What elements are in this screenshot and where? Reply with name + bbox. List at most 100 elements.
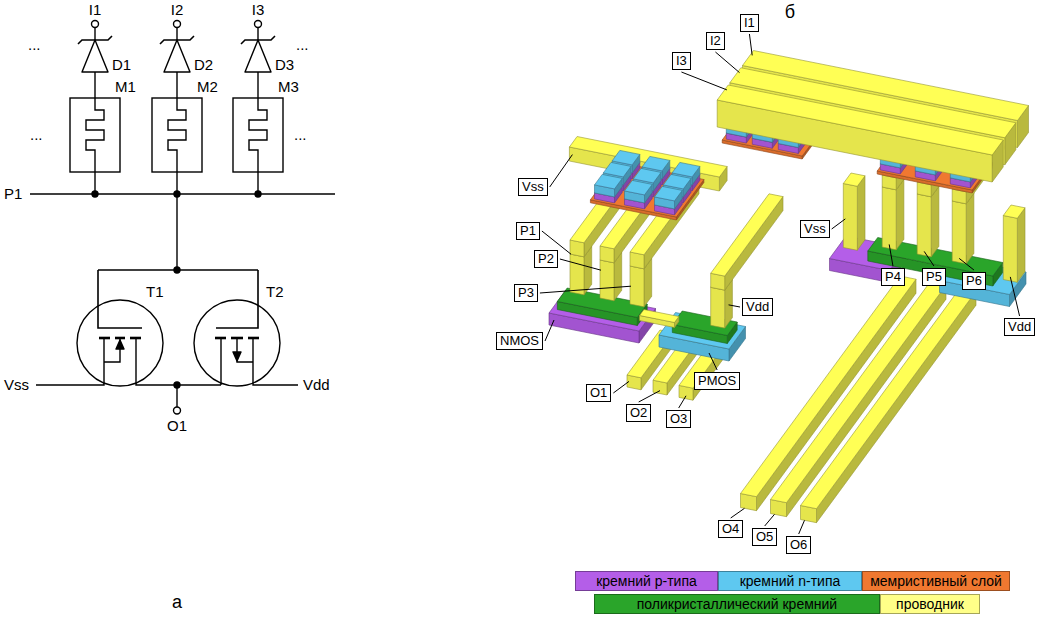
signal-label: M1	[115, 78, 136, 95]
leader-line	[731, 508, 745, 518]
leader-line	[832, 219, 846, 229]
callout-box: Vss	[800, 220, 830, 238]
prism-face	[917, 194, 931, 257]
callout-text: O3	[670, 411, 687, 426]
transistor-gate	[98, 270, 142, 328]
callout-box: P2	[534, 250, 558, 268]
prism-face	[633, 168, 661, 183]
leader-line	[749, 34, 752, 55]
callout-text: O4	[722, 521, 739, 536]
callout-box: Vss	[518, 178, 548, 196]
leader-line	[613, 381, 629, 393]
signal-label: T1	[146, 283, 164, 300]
callout-box: I2	[706, 32, 725, 50]
prism-face	[717, 85, 1003, 155]
prism-face	[771, 282, 947, 503]
callout-text: P6	[966, 273, 982, 288]
callout-text: O5	[756, 529, 773, 544]
leader-line	[715, 52, 739, 73]
prism-face	[711, 194, 783, 276]
wire	[257, 28, 258, 41]
prism-face	[600, 260, 614, 301]
callout-text: I1	[744, 15, 755, 30]
prism-face	[663, 174, 691, 189]
prism-face	[817, 291, 977, 523]
callout-box: P3	[514, 284, 538, 302]
prism-face	[966, 193, 974, 263]
leader-line	[540, 286, 631, 293]
legend-swatch: кремний n-типа	[718, 571, 862, 591]
wire	[176, 194, 177, 270]
signal-label: ...	[30, 126, 43, 143]
signal-label: I3	[252, 1, 265, 18]
callout-box: P5	[922, 268, 946, 286]
signal-label: I1	[89, 1, 102, 18]
leader-lines	[540, 34, 1020, 534]
wire	[176, 28, 177, 41]
leader-line	[1010, 277, 1019, 316]
zener-diode-symbol	[160, 36, 194, 44]
callout-text: P5	[926, 269, 942, 284]
callout-box: NMOS	[496, 332, 543, 350]
prism-face	[590, 162, 704, 217]
signal-label: T2	[266, 283, 284, 300]
terminal-circle	[92, 21, 99, 28]
callout-text: O1	[590, 385, 607, 400]
wire	[220, 338, 221, 385]
prism	[771, 282, 947, 517]
prism-face	[843, 173, 865, 186]
prism-face	[801, 288, 977, 509]
transistor-circle	[77, 300, 163, 386]
callout-box: PMOS	[694, 372, 740, 390]
callout-text: Vss	[522, 179, 544, 194]
callout-box: P1	[516, 222, 540, 240]
legend-text: кремний p-типа	[596, 573, 697, 589]
memristor-symbol	[168, 98, 186, 172]
prism-face	[1003, 216, 1017, 283]
prism-face	[857, 176, 865, 251]
signal-label: P1	[4, 185, 22, 202]
bus-line	[30, 193, 335, 194]
signal-label: ...	[294, 126, 307, 143]
leader-line	[639, 391, 660, 402]
zener-diode-symbol	[82, 40, 108, 72]
leader-line	[729, 305, 740, 307]
signal-label: а	[172, 592, 182, 613]
prism	[655, 186, 683, 209]
prism-face	[570, 254, 584, 295]
memristor-symbol	[86, 98, 104, 172]
wire	[176, 385, 177, 407]
signal-label: M3	[278, 78, 299, 95]
leader-line	[959, 258, 974, 270]
leader-line	[681, 72, 726, 90]
prism-face	[952, 201, 966, 264]
callout-box: I1	[740, 14, 759, 32]
prism-face	[655, 186, 683, 201]
prism-face	[931, 186, 939, 256]
signal-label: Vdd	[303, 376, 330, 393]
leader-line	[560, 259, 601, 270]
callout-text: Vdd	[746, 299, 769, 314]
circuit-schematic	[30, 21, 335, 415]
memristor-box	[152, 98, 202, 172]
transistor-circle	[194, 300, 280, 386]
signal-label: ...	[296, 36, 309, 53]
callout-box: O1	[586, 384, 611, 402]
prism	[595, 174, 623, 197]
terminal-circle	[255, 21, 262, 28]
callout-text: O2	[630, 405, 647, 420]
legend-swatch: кремний p-типа	[575, 571, 718, 591]
leader-line	[545, 320, 554, 341]
callout-box: Vdd	[742, 298, 773, 316]
callout-box: P4	[881, 268, 905, 286]
callout-box: Vdd	[1004, 318, 1035, 336]
callout-box: O6	[786, 536, 811, 554]
prism-face	[612, 150, 640, 165]
callout-box: I3	[672, 52, 691, 70]
callout-text: Vss	[804, 221, 826, 236]
prism-face	[896, 179, 904, 250]
callout-text: I2	[710, 33, 721, 48]
transistor-arrow	[116, 340, 124, 349]
leader-line	[709, 353, 717, 370]
